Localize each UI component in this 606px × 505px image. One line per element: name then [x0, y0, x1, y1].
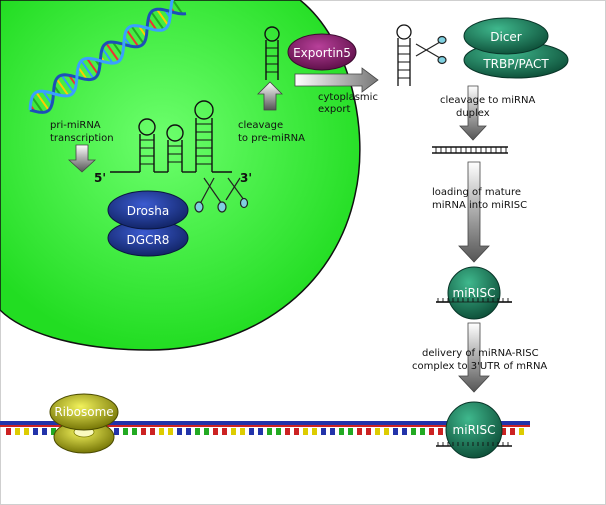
mirisc-label: miRISC [453, 286, 496, 300]
dicer-label: Dicer [490, 30, 522, 44]
dna-helix-icon [28, 0, 187, 114]
cleavage-pre-label: cleavage to pre-miRNA [238, 120, 305, 144]
up-arrow-icon [257, 81, 283, 111]
delivery-label: delivery of miRNA-RISC complex to 3'UTR … [412, 348, 547, 372]
exportin5-protein [287, 33, 357, 71]
down-arrow-icon [458, 161, 490, 263]
dicer-protein [463, 17, 549, 55]
ribosome [49, 393, 119, 454]
pri-mirna-hairpins [110, 100, 232, 173]
cytoplasmic-export-label: cytoplasmic export [318, 92, 381, 115]
dgcr8-label: DGCR8 [127, 233, 170, 247]
three-prime-label: 3' [240, 171, 252, 185]
mirisc-bound-label: miRISC [453, 423, 496, 437]
mirisc-complex [436, 266, 512, 320]
right-arrow-icon [294, 67, 379, 93]
mirna-duplex [432, 146, 508, 154]
trbp-pact-label: TRBP/PACT [482, 57, 549, 71]
exportin5-label: Exportin5 [293, 46, 351, 60]
scissors-icon [194, 177, 249, 213]
scissors-icon [415, 35, 447, 65]
ribosome-label: Ribosome [54, 405, 113, 419]
pri-mirna-label: pri-miRNA transcription [50, 120, 114, 144]
loading-label: loading of mature miRNA into miRISC [432, 187, 527, 211]
mirisc-complex-bound [436, 401, 512, 459]
five-prime-label: 5' [94, 171, 106, 185]
cleavage-duplex-label: cleavage to miRNA duplex [440, 95, 538, 119]
down-arrow-icon [67, 144, 97, 173]
pre-mirna-hairpin [264, 26, 280, 80]
drosha-protein [107, 190, 189, 230]
cytoplasm-pre-mirna [396, 24, 412, 86]
down-arrow-icon [459, 85, 487, 141]
drosha-label: Drosha [127, 204, 169, 218]
down-arrow-icon [458, 322, 490, 393]
